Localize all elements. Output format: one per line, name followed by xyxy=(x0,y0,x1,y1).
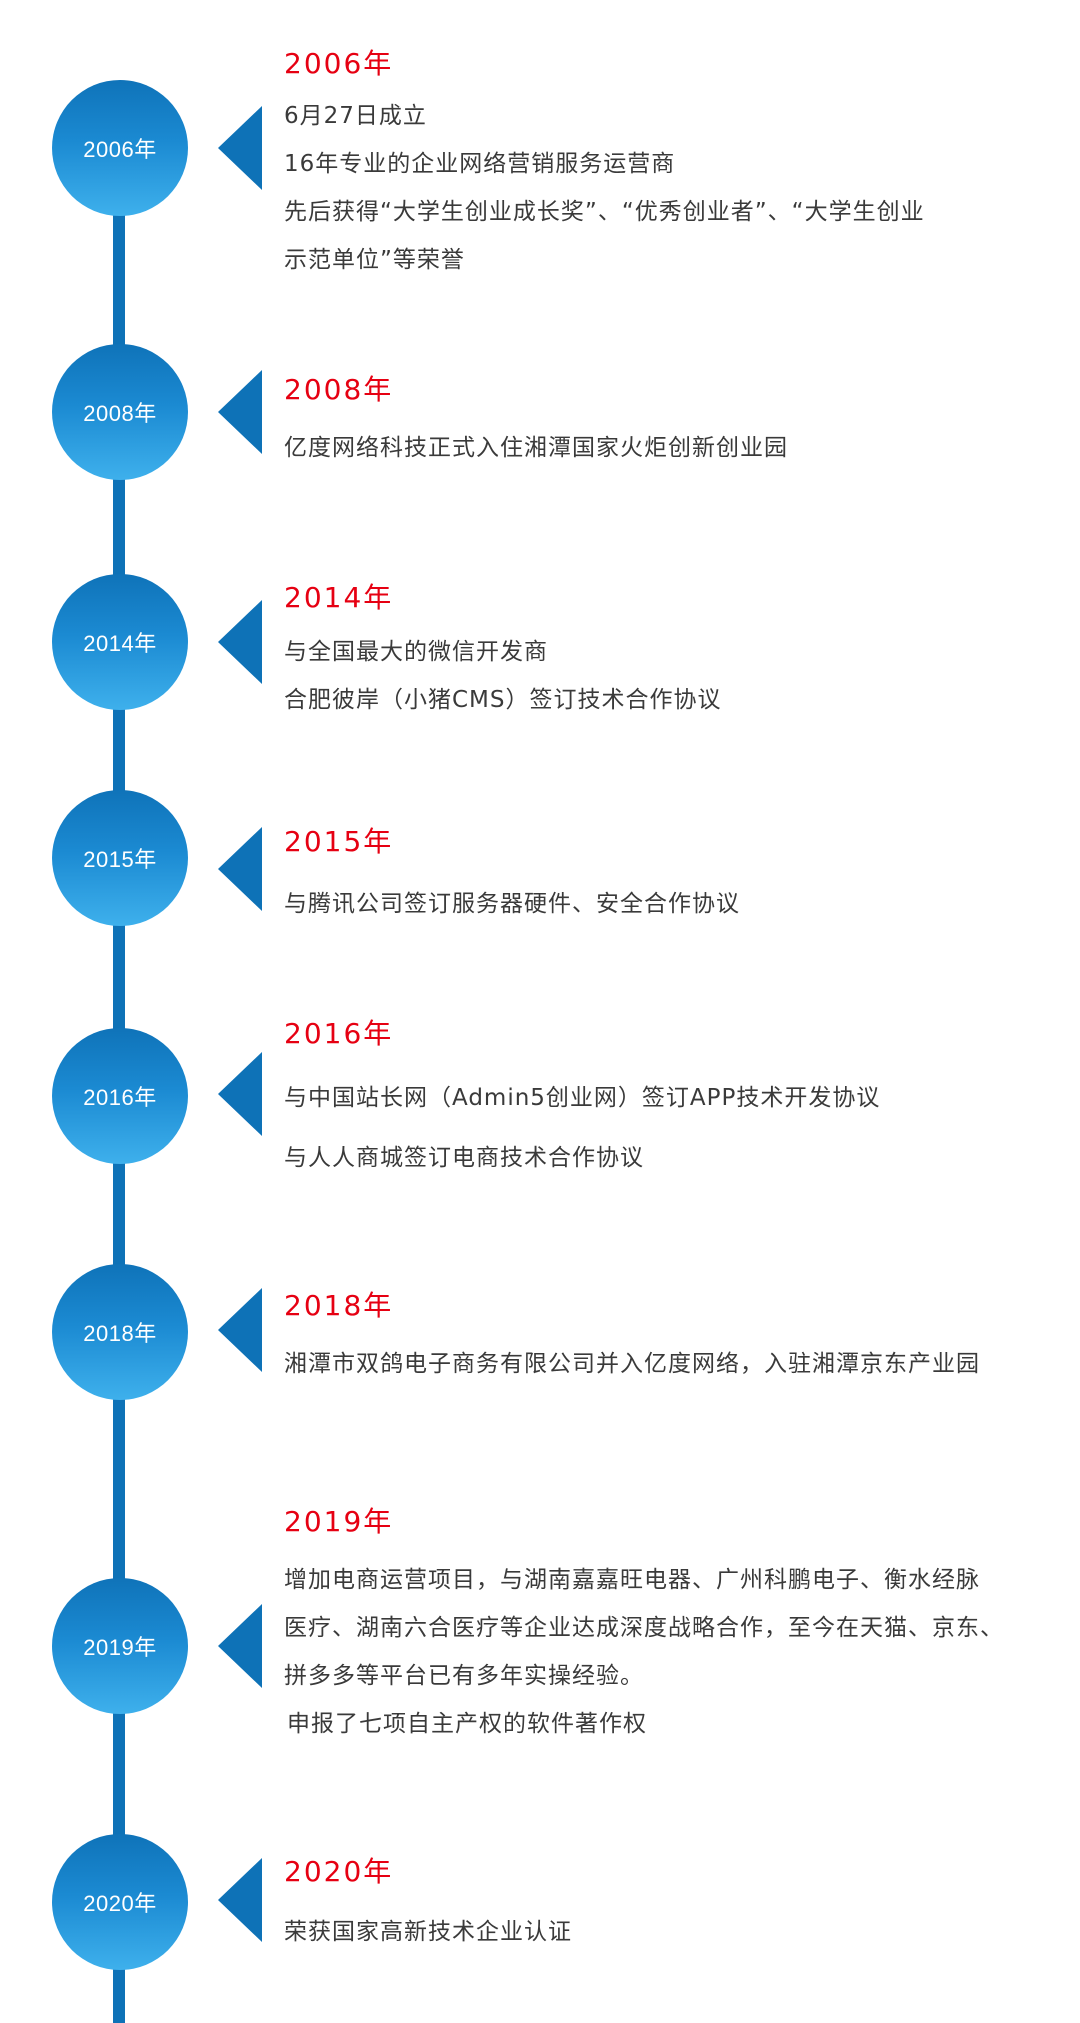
description-line: 亿度网络科技正式入住湘潭国家火炬创新创业园 xyxy=(284,435,788,461)
year-title: 2019年 xyxy=(284,1505,394,1538)
description-line: 6月27日成立 xyxy=(284,103,427,129)
year-title: 2014年 xyxy=(284,581,394,614)
pointer-arrow-icon xyxy=(218,106,262,190)
entry-description: 与中国站长网（Admin5创业网）签订APP技术开发协议 与人人商城签订电商技术… xyxy=(284,1068,1074,1188)
description-line: 申报了七项自主产权的软件著作权 xyxy=(287,1711,647,1737)
pointer-arrow-icon xyxy=(218,1604,262,1688)
pointer-arrow-icon xyxy=(218,1858,262,1942)
description-line: 与中国站长网（Admin5创业网）签订APP技术开发协议 xyxy=(284,1085,881,1111)
description-line: 合肥彼岸（小猪CMS）签订技术合作协议 xyxy=(284,687,722,713)
year-circle: 2016年 xyxy=(52,1028,188,1164)
pointer-arrow-icon xyxy=(218,370,262,454)
year-circle: 2018年 xyxy=(52,1264,188,1400)
description-line: 荣获国家高新技术企业认证 xyxy=(284,1919,572,1945)
entry-description: 增加电商运营项目，与湖南嘉嘉旺电器、广州科鹏电子、衡水经脉 医疗、湖南六合医疗等… xyxy=(284,1556,1074,1748)
description-line: 湘潭市双鸽电子商务有限公司并入亿度网络，入驻湘潭京东产业园 xyxy=(284,1351,980,1377)
year-circle: 2008年 xyxy=(52,344,188,480)
description-line: 示范单位”等荣誉 xyxy=(284,247,465,273)
entry-description: 与腾讯公司签订服务器硬件、安全合作协议 xyxy=(284,880,1074,928)
description-line: 增加电商运营项目，与湖南嘉嘉旺电器、广州科鹏电子、衡水经脉 xyxy=(284,1567,980,1593)
year-circle: 2006年 xyxy=(52,80,188,216)
pointer-arrow-icon xyxy=(218,1052,262,1136)
year-title: 2020年 xyxy=(284,1855,394,1888)
pointer-arrow-icon xyxy=(218,600,262,684)
year-title: 2015年 xyxy=(284,825,394,858)
entry-description: 6月27日成立 16年专业的企业网络营销服务运营商 先后获得“大学生创业成长奖”… xyxy=(284,92,1074,284)
year-circle: 2019年 xyxy=(52,1578,188,1714)
description-line: 16年专业的企业网络营销服务运营商 xyxy=(284,151,676,177)
year-title: 2008年 xyxy=(284,373,394,406)
year-circle: 2014年 xyxy=(52,574,188,710)
year-circle: 2015年 xyxy=(52,790,188,926)
pointer-arrow-icon xyxy=(218,827,262,911)
year-title: 2006年 xyxy=(284,47,394,80)
entry-description: 与全国最大的微信开发商 合肥彼岸（小猪CMS）签订技术合作协议 xyxy=(284,628,1074,724)
description-line: 与全国最大的微信开发商 xyxy=(284,639,548,665)
year-title: 2018年 xyxy=(284,1289,394,1322)
entry-description: 荣获国家高新技术企业认证 xyxy=(284,1908,1074,1956)
pointer-arrow-icon xyxy=(218,1288,262,1372)
entry-description: 亿度网络科技正式入住湘潭国家火炬创新创业园 xyxy=(284,424,1074,472)
entry-description: 湘潭市双鸽电子商务有限公司并入亿度网络，入驻湘潭京东产业园 xyxy=(284,1340,1074,1388)
description-line: 先后获得“大学生创业成长奖”、“优秀创业者”、“大学生创业 xyxy=(284,199,925,225)
year-circle: 2020年 xyxy=(52,1834,188,1970)
description-line: 拼多多等平台已有多年实操经验。 xyxy=(284,1663,644,1689)
description-line: 医疗、湖南六合医疗等企业达成深度战略合作，至今在天猫、京东、 xyxy=(284,1615,1004,1641)
description-line: 与腾讯公司签订服务器硬件、安全合作协议 xyxy=(284,891,740,917)
description-line: 与人人商城签订电商技术合作协议 xyxy=(284,1145,644,1171)
year-title: 2016年 xyxy=(284,1017,394,1050)
